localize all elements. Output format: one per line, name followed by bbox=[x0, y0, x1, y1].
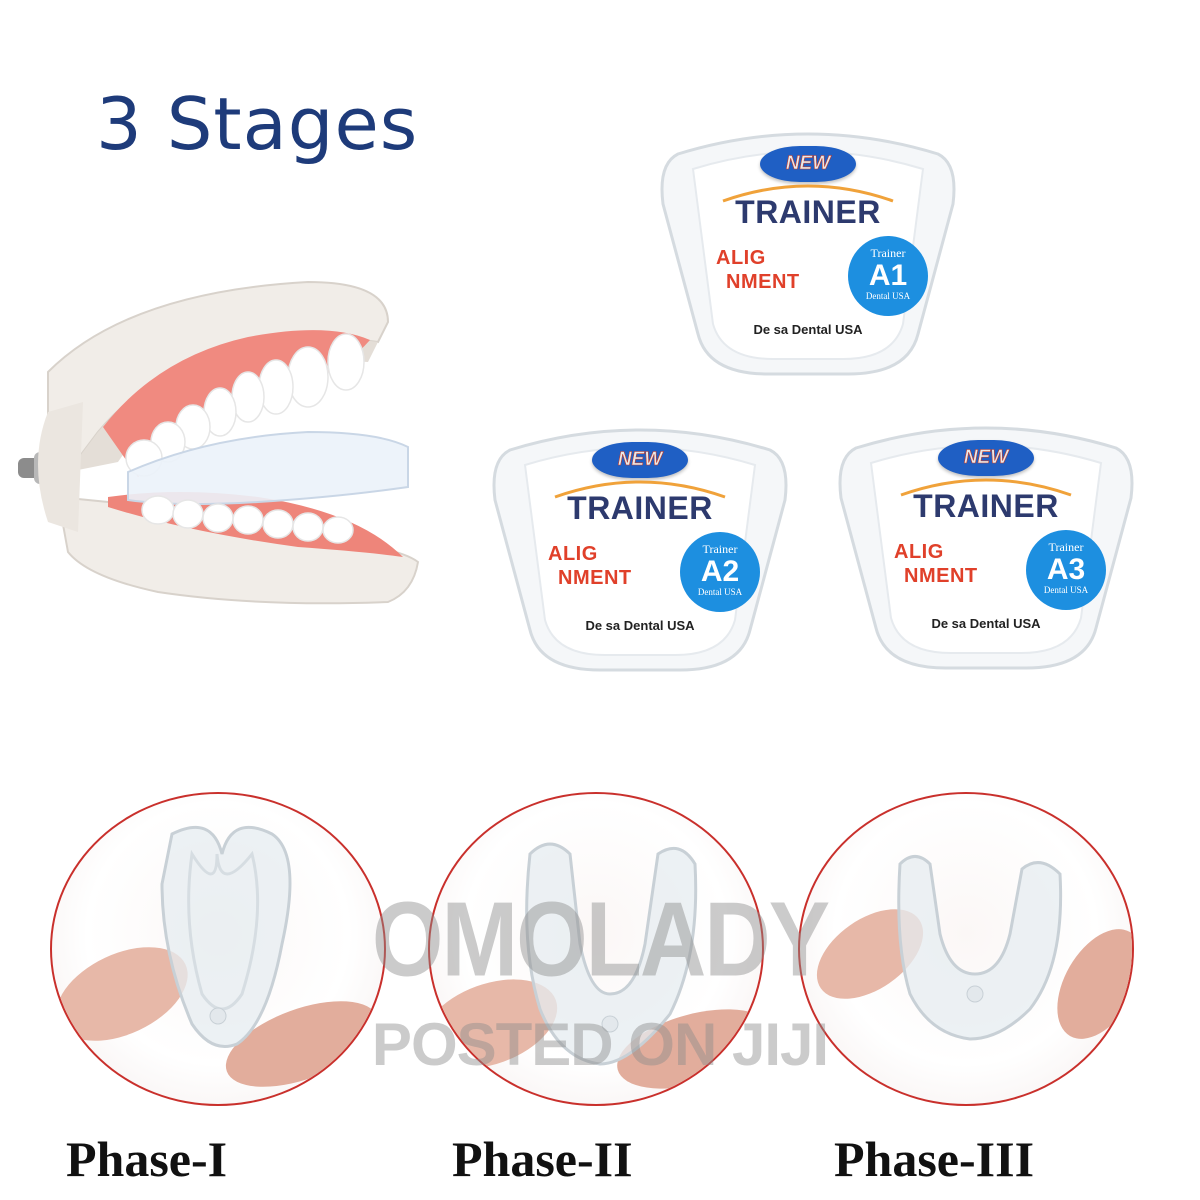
model-circle: Trainer A1 Dental USA bbox=[848, 236, 928, 316]
orange-arc-icon bbox=[554, 480, 726, 499]
maker-text: De sa Dental USA bbox=[931, 616, 1041, 631]
trainer-title: TRAINER bbox=[913, 488, 1059, 524]
new-badge: NEW bbox=[760, 146, 856, 182]
teeth-model-image bbox=[8, 262, 428, 642]
phase-3-label: Phase-III bbox=[834, 1131, 1035, 1187]
headline: 3 Stages bbox=[96, 82, 419, 166]
new-badge: NEW bbox=[592, 442, 688, 478]
maker-text: De sa Dental USA bbox=[753, 322, 863, 337]
trainer-title: TRAINER bbox=[735, 194, 881, 230]
model-circle: Trainer A2 Dental USA bbox=[680, 532, 760, 612]
phase-1-label: Phase-I bbox=[66, 1131, 228, 1187]
phase-1-photo bbox=[50, 792, 386, 1106]
model-circle: Trainer A3 Dental USA bbox=[1026, 530, 1106, 610]
new-badge: NEW bbox=[938, 440, 1034, 476]
phase-2-photo bbox=[428, 792, 764, 1106]
orange-arc-icon bbox=[722, 184, 894, 203]
maker-text: De sa Dental USA bbox=[585, 618, 695, 633]
trainer-title: TRAINER bbox=[567, 490, 713, 526]
phase-3-photo bbox=[798, 792, 1134, 1106]
orange-arc-icon bbox=[900, 478, 1072, 497]
phase-2-label: Phase-II bbox=[452, 1131, 633, 1187]
